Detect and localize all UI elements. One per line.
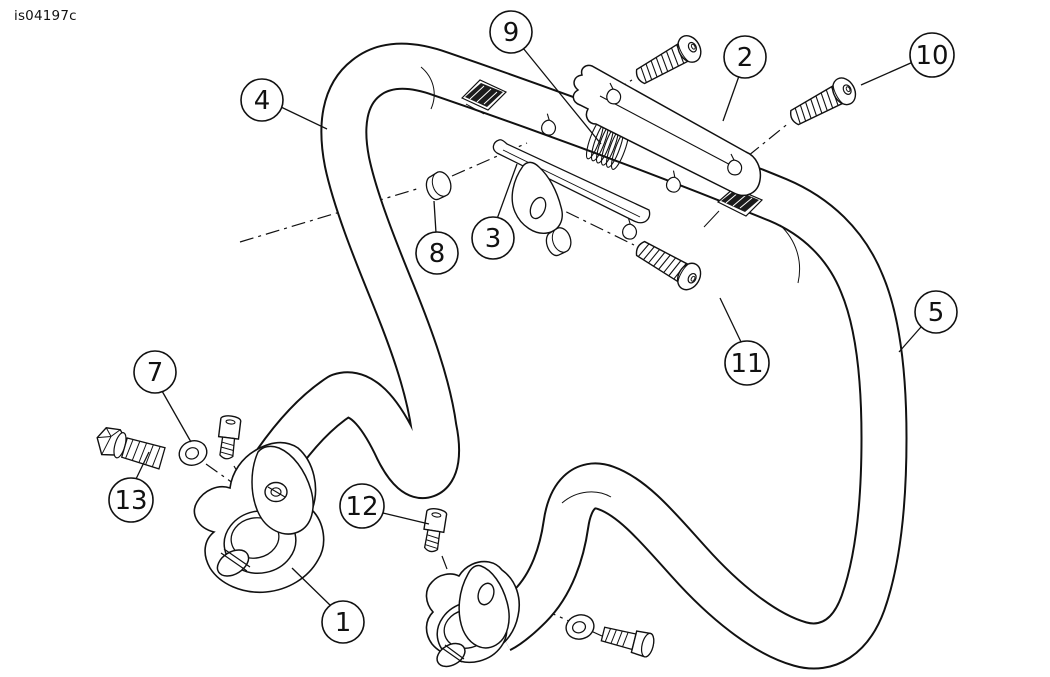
centerline-bar-holes xyxy=(239,142,528,243)
svg-text:1: 1 xyxy=(335,608,352,638)
part-button-screw-10 xyxy=(784,73,861,133)
callout-5[interactable]: 5 xyxy=(914,290,958,334)
callout-10[interactable]: 10 xyxy=(909,32,955,78)
part-button-screw-top xyxy=(630,30,707,91)
svg-text:4: 4 xyxy=(254,86,271,116)
diagram-code: is04197c xyxy=(14,8,77,24)
callout-2[interactable]: 2 xyxy=(723,35,767,79)
callout-3[interactable]: 3 xyxy=(471,216,515,260)
leader-line-8 xyxy=(433,200,437,234)
part-bolt-right xyxy=(600,626,655,658)
callout-1[interactable]: 1 xyxy=(321,600,365,644)
part-saddle-clamp xyxy=(572,64,762,197)
svg-text:11: 11 xyxy=(730,349,763,379)
part-washer-right xyxy=(562,611,598,643)
callout-13[interactable]: 13 xyxy=(108,477,154,523)
part-cap-bolt-12 xyxy=(420,506,448,554)
clamp-arm-hole xyxy=(477,582,495,606)
svg-text:2: 2 xyxy=(737,43,754,73)
leader-line-9 xyxy=(522,47,602,145)
leader-line-13 xyxy=(135,451,150,480)
centerline-washer-right xyxy=(517,597,603,637)
callout-9[interactable]: 9 xyxy=(489,10,533,54)
part-mount-bracket xyxy=(492,139,651,234)
callout-leaders xyxy=(135,47,922,608)
centerline-screw-10 xyxy=(747,121,791,157)
part-hex-bolt-13 xyxy=(96,427,166,470)
leader-line-10 xyxy=(860,61,914,86)
leader-line-5 xyxy=(898,326,922,353)
tube-hump-highlight xyxy=(561,491,612,504)
callout-8[interactable]: 8 xyxy=(415,231,459,275)
part-cap-bolt-left xyxy=(215,414,242,461)
svg-text:10: 10 xyxy=(915,41,948,71)
part-clamp-left xyxy=(193,441,325,594)
knurl-patch-left xyxy=(460,79,508,115)
callout-7[interactable]: 7 xyxy=(133,350,177,394)
svg-text:13: 13 xyxy=(114,486,147,516)
part-button-screw-11 xyxy=(630,234,706,295)
centerline-screw-11 xyxy=(541,199,635,246)
leader-line-1 xyxy=(291,567,333,608)
tube-bend-highlight-left xyxy=(420,66,435,110)
svg-text:9: 9 xyxy=(503,18,520,48)
leader-line-12 xyxy=(382,512,430,525)
leader-line-7 xyxy=(161,390,192,443)
part-plug-cap-upper xyxy=(422,168,455,203)
svg-text:7: 7 xyxy=(147,358,164,388)
part-clamp-right xyxy=(425,560,520,668)
svg-text:8: 8 xyxy=(429,239,446,269)
leader-line-4 xyxy=(280,106,328,130)
callout-4[interactable]: 4 xyxy=(240,78,284,122)
tube-bend-highlight-right xyxy=(779,224,801,284)
leader-line-3 xyxy=(496,163,518,220)
bracket-hole xyxy=(529,196,547,220)
leader-line-2 xyxy=(722,75,740,122)
svg-text:12: 12 xyxy=(345,492,378,522)
callout-11[interactable]: 11 xyxy=(724,340,770,386)
leader-line-11 xyxy=(719,297,743,345)
svg-text:3: 3 xyxy=(485,224,502,254)
svg-text:5: 5 xyxy=(928,298,945,328)
part-engine-guard-tube xyxy=(247,66,884,646)
callout-12[interactable]: 12 xyxy=(339,483,385,529)
part-washer-7 xyxy=(175,436,211,470)
centerline-washer-left xyxy=(205,463,248,494)
